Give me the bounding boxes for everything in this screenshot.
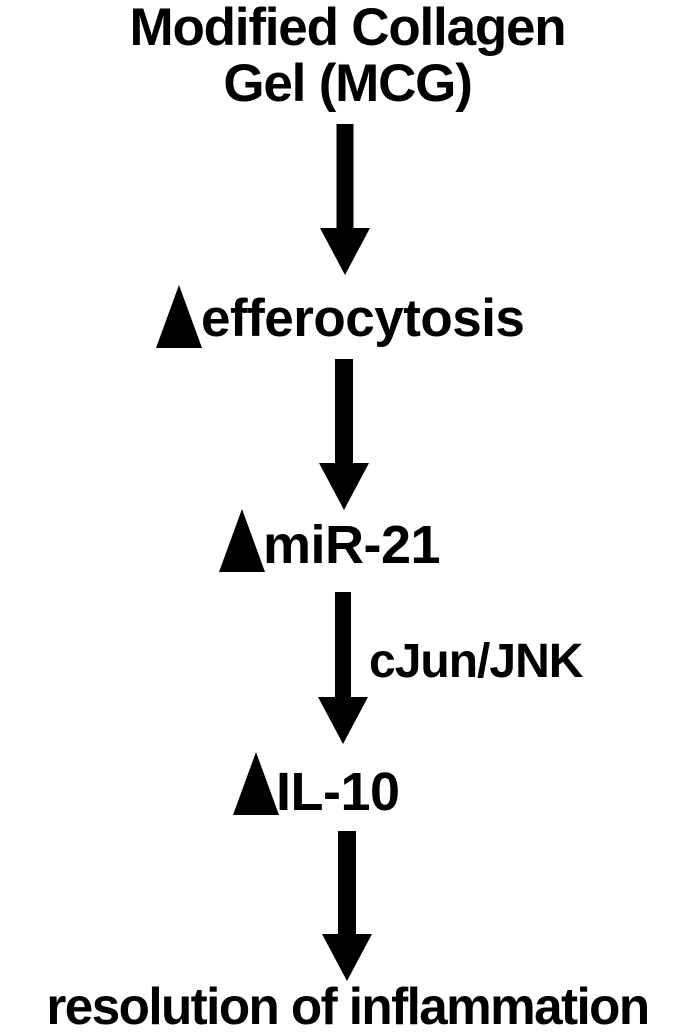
- arrow-shaft: [335, 592, 351, 698]
- node-label-resolution-of-inflammation: resolution of inflammation: [46, 978, 650, 1032]
- arrow-il10-to-resolution: [322, 831, 372, 981]
- node-label-il10: IL-10: [276, 762, 400, 822]
- arrow-shaft: [336, 124, 354, 229]
- increase-triangle-icon-mir21: [219, 509, 265, 572]
- arrow-shaft: [338, 831, 356, 935]
- arrow-head: [318, 697, 368, 744]
- arrow-mcg-to-efferocytosis: [320, 124, 370, 276]
- arrow-efferocytosis-to-mir21: [319, 359, 369, 511]
- title-line-1: Modified Collagen: [129, 0, 567, 57]
- arrow-head: [319, 463, 369, 510]
- arrow-mir21-to-il10: [318, 592, 368, 744]
- arrow-head: [322, 934, 372, 981]
- arrow-head: [320, 228, 370, 275]
- arrow-shaft: [335, 359, 353, 464]
- node-modified-collagen-gel: Modified Collagen Gel (MCG): [0, 0, 695, 112]
- edge-label-cjun-jnk: cJun/JNK: [369, 635, 583, 688]
- increase-triangle-icon-efferocytosis: [156, 285, 202, 348]
- node-label-efferocytosis: efferocytosis: [201, 289, 525, 348]
- title-line-2: Gel (MCG): [223, 54, 473, 113]
- increase-triangle-icon-il10: [233, 752, 279, 815]
- node-label-mir21: miR-21: [263, 515, 441, 575]
